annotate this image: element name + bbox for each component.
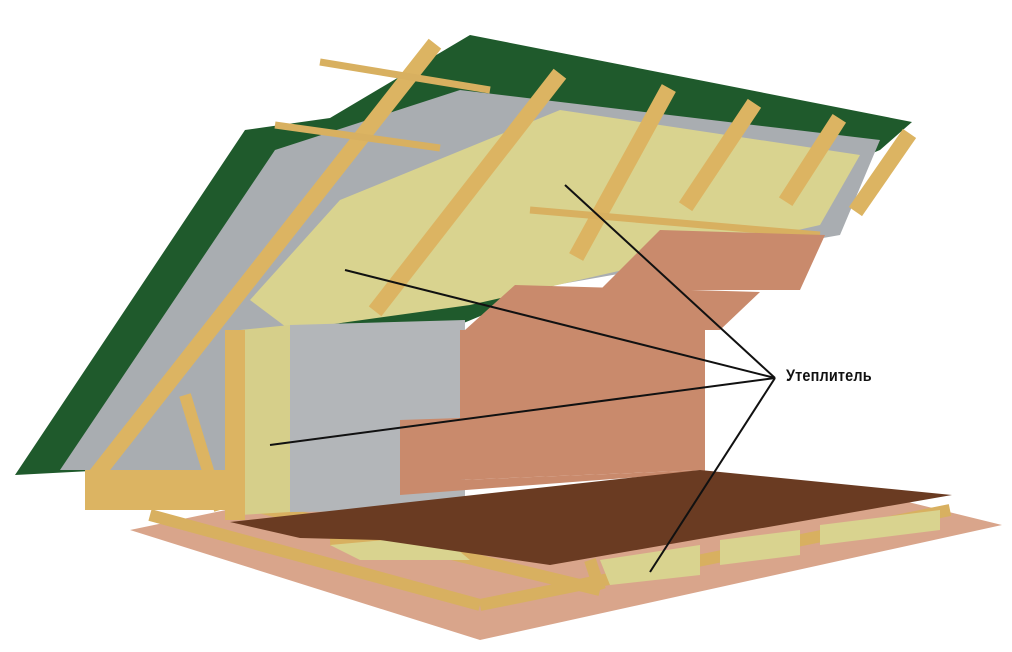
floor-insulation	[330, 510, 940, 585]
leader-lines	[269, 184, 776, 573]
insulation-label: Утеплитель	[786, 366, 872, 385]
plywood-panels	[400, 230, 825, 495]
rafters	[88, 38, 917, 482]
wall-insulation	[240, 325, 290, 515]
eave-beam	[85, 470, 235, 510]
floor-boards	[230, 470, 952, 565]
battens	[274, 58, 821, 239]
